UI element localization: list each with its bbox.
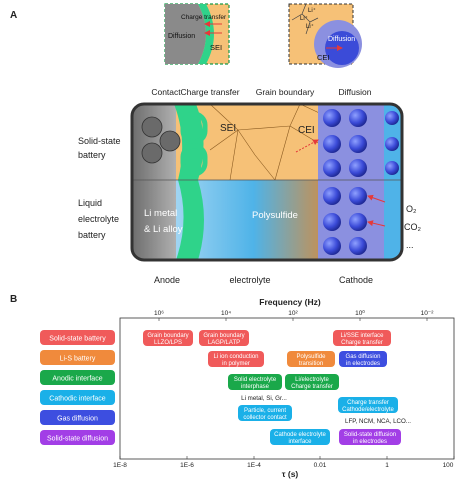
category-diffusion: Diffusion bbox=[339, 87, 372, 97]
inset-left-label-sei: SEI bbox=[210, 43, 222, 52]
tau-ticks: 1E-8 1E-6 1E-4 0.01 1 100 bbox=[113, 456, 455, 469]
inset-left-label-charge: Charge transfer bbox=[181, 14, 227, 21]
legend: Solid-state battery Li-S battery Anodic … bbox=[40, 330, 115, 445]
legend-label: Anodic interface bbox=[52, 376, 102, 383]
inset-right-li3: Li⁺ bbox=[306, 23, 314, 30]
box-charge-transfer-cathode bbox=[338, 397, 398, 413]
freq-tick-1e-2: 10⁻² bbox=[421, 310, 435, 317]
tau-axis-title: τ (s) bbox=[282, 469, 299, 479]
box-grain-lagp bbox=[199, 330, 249, 346]
label-dots: ... bbox=[406, 240, 414, 250]
inset-right-li2: Li⁺ bbox=[300, 15, 308, 22]
row-label-solid: Solid-state battery bbox=[78, 136, 123, 160]
box-gas-diffusion bbox=[339, 351, 387, 367]
box-grain-llzo bbox=[143, 330, 193, 346]
inset-right-li1: Li⁺ bbox=[308, 7, 316, 14]
box-cathode-interface bbox=[270, 429, 330, 445]
box-li-sse bbox=[333, 330, 391, 346]
box-sei bbox=[228, 374, 282, 390]
legend-label: Gas diffusion bbox=[57, 416, 98, 423]
freq-tick-1e6: 10⁶ bbox=[154, 310, 164, 317]
legend-label: Solid-state diffusion bbox=[47, 436, 108, 443]
freq-tick-1e4: 10⁴ bbox=[221, 310, 231, 317]
panel-a-label: A bbox=[10, 10, 17, 21]
row-label-liquid: Liquid electrolyte battery bbox=[78, 198, 122, 240]
tau-tick-0.01: 0.01 bbox=[314, 462, 327, 469]
box-solid-diffusion bbox=[339, 429, 401, 445]
label-o2: O₂ bbox=[406, 204, 417, 214]
inset-right-diffusion: Diffusion bbox=[328, 36, 355, 43]
tau-tick-100: 100 bbox=[443, 462, 454, 469]
legend-label: Li-S battery bbox=[60, 356, 96, 363]
tau-tick-1e-8: 1E-8 bbox=[113, 462, 127, 469]
box-li-electrolyte bbox=[285, 374, 339, 390]
label-li-alloy: & Li alloy bbox=[144, 224, 183, 235]
legend-label: Solid-state battery bbox=[49, 336, 106, 343]
box-particle-contact bbox=[238, 405, 292, 421]
legend-gas bbox=[40, 410, 115, 425]
note-anode-materials: Li metal, Si, Gr... bbox=[241, 395, 287, 402]
bottom-label-cathode: Cathode bbox=[339, 275, 373, 285]
bottom-label-electrolyte: electrolyte bbox=[229, 275, 270, 285]
freq-tick-1e0: 10⁰ bbox=[355, 309, 365, 317]
battery-schematic: SEI CEI Li metal & Li alloy Polysulfide bbox=[130, 102, 404, 262]
legend-cathodic bbox=[40, 390, 115, 405]
legend-solid-state bbox=[40, 330, 115, 345]
category-grain-boundary: Grain boundary bbox=[256, 87, 315, 97]
label-co2: CO₂ bbox=[404, 222, 422, 232]
tau-tick-1: 1 bbox=[385, 462, 389, 469]
label-cei: CEI bbox=[298, 125, 315, 136]
category-contact: Contact bbox=[151, 87, 181, 97]
freq-tick-1e2: 10² bbox=[288, 310, 298, 317]
box-polysulfide bbox=[287, 351, 335, 367]
label-polysulfide: Polysulfide bbox=[252, 210, 298, 221]
category-charge-transfer: Charge transfer bbox=[180, 87, 239, 97]
tau-tick-1e-4: 1E-4 bbox=[247, 462, 261, 469]
inset-left-label-diffusion: Diffusion bbox=[168, 33, 195, 40]
tau-tick-1e-6: 1E-6 bbox=[180, 462, 194, 469]
plot-frame bbox=[119, 317, 455, 460]
legend-li-s bbox=[40, 350, 115, 365]
panel-b-label: B bbox=[10, 294, 17, 305]
inset-right-cei: CEI bbox=[317, 53, 330, 62]
legend-solid-diffusion bbox=[40, 430, 115, 445]
bottom-label-anode: Anode bbox=[154, 275, 180, 285]
legend-anodic bbox=[40, 370, 115, 385]
note-cathode-materials: LFP, NCM, NCA, LCO... bbox=[345, 418, 411, 425]
box-li-polymer bbox=[208, 351, 264, 367]
label-sei: SEI bbox=[220, 123, 236, 134]
inset-left: Charge transfer Diffusion SEI bbox=[164, 3, 230, 65]
inset-right: Li⁺ Li⁺ Li⁺ Diffusion CEI bbox=[288, 3, 362, 68]
label-li-metal: Li metal bbox=[144, 208, 177, 219]
freq-ticks: 10⁶ 10⁴ 10² 10⁰ 10⁻² bbox=[154, 309, 434, 321]
freq-axis-title: Frequency (Hz) bbox=[259, 297, 321, 307]
legend-label: Cathodic interface bbox=[49, 396, 106, 403]
